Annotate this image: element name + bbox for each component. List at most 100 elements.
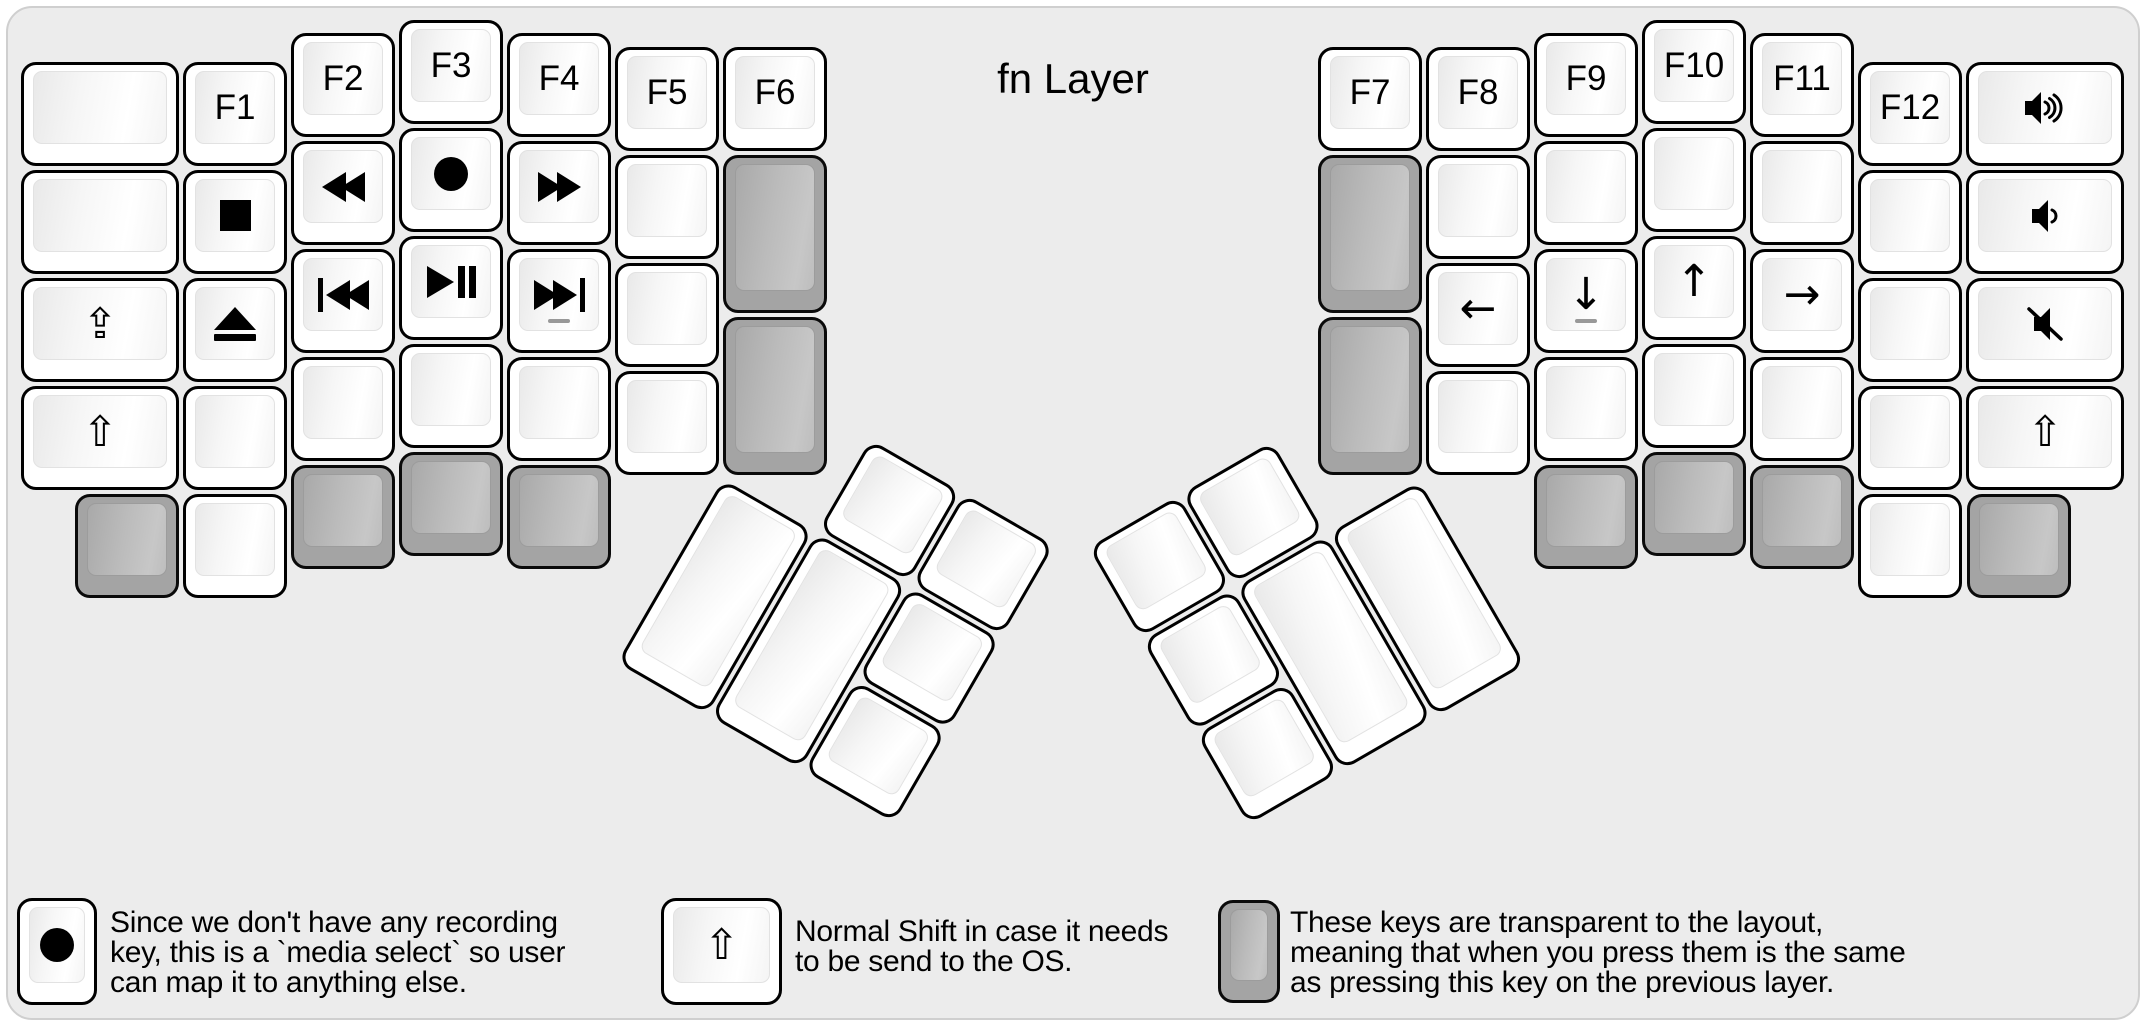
keycap-surface bbox=[1870, 395, 1950, 468]
legend-line: key, this is a `media select` so user bbox=[110, 936, 566, 969]
key-eject[interactable] bbox=[183, 278, 287, 382]
key-blank[interactable] bbox=[507, 357, 611, 461]
keycap-surface: F11 bbox=[1762, 42, 1842, 115]
key-transparent[interactable] bbox=[399, 452, 503, 556]
key-blank[interactable] bbox=[615, 155, 719, 259]
key-blank[interactable] bbox=[1642, 128, 1746, 232]
key-transparent[interactable] bbox=[1534, 465, 1638, 569]
key-f4[interactable]: F4 bbox=[507, 33, 611, 137]
key-transparent[interactable] bbox=[1967, 494, 2071, 598]
key-blank[interactable] bbox=[183, 386, 287, 490]
key-arrow-up[interactable]: ↑ bbox=[1642, 236, 1746, 340]
key-transparent bbox=[1218, 900, 1280, 1003]
key-previous-track[interactable] bbox=[291, 249, 395, 353]
vol-down-icon bbox=[2029, 198, 2061, 234]
key-blank[interactable] bbox=[615, 263, 719, 367]
key-arrow-right[interactable]: → bbox=[1750, 249, 1854, 353]
key-shift[interactable]: ⇧ bbox=[1966, 386, 2124, 490]
legend-line: meaning that when you press them is the … bbox=[1290, 936, 1906, 969]
key-transparent[interactable] bbox=[1750, 465, 1854, 569]
key-volume-up[interactable] bbox=[1966, 62, 2124, 166]
key-blank[interactable] bbox=[1426, 155, 1530, 259]
key-transparent[interactable] bbox=[1318, 317, 1422, 475]
key-blank[interactable] bbox=[21, 170, 179, 274]
key-blank[interactable] bbox=[1426, 371, 1530, 475]
key-f2[interactable]: F2 bbox=[291, 33, 395, 137]
keycap-surface bbox=[627, 164, 707, 237]
legend-line: Normal Shift in case it needs bbox=[795, 915, 1169, 948]
keycap-surface: ↑ bbox=[1654, 245, 1734, 318]
key-blank[interactable] bbox=[1858, 278, 1962, 382]
key-blank[interactable] bbox=[615, 371, 719, 475]
keycap-surface: F3 bbox=[411, 29, 491, 102]
key-f9[interactable]: F9 bbox=[1534, 33, 1638, 137]
play-pause-icon bbox=[426, 265, 476, 298]
key-volume-down[interactable] bbox=[1966, 170, 2124, 274]
key-f6[interactable]: F6 bbox=[723, 47, 827, 151]
keycap-surface bbox=[33, 71, 167, 144]
key-transparent[interactable] bbox=[75, 494, 179, 598]
stop-icon bbox=[219, 200, 251, 231]
key-transparent[interactable] bbox=[291, 465, 395, 569]
vol-up-icon bbox=[2022, 90, 2068, 126]
key-blank[interactable] bbox=[1750, 141, 1854, 245]
key-blank[interactable] bbox=[1858, 170, 1962, 274]
key-blank[interactable] bbox=[1858, 494, 1962, 598]
key-blank[interactable] bbox=[1534, 141, 1638, 245]
key-blank[interactable] bbox=[1534, 357, 1638, 461]
key-arrow-left[interactable]: ← bbox=[1426, 263, 1530, 367]
keycap-surface bbox=[1654, 461, 1734, 534]
key-blank[interactable] bbox=[399, 344, 503, 448]
key-rewind[interactable] bbox=[291, 141, 395, 245]
keycap-surface bbox=[411, 245, 491, 318]
key-blank[interactable] bbox=[183, 494, 287, 598]
key-transparent[interactable] bbox=[723, 317, 827, 475]
key-caps-lock[interactable]: ⇪ bbox=[21, 278, 179, 382]
f6-label: F6 bbox=[754, 72, 796, 112]
key-record[interactable] bbox=[399, 128, 503, 232]
keycap-surface bbox=[735, 326, 815, 453]
keycap-surface bbox=[1870, 179, 1950, 252]
key-f11[interactable]: F11 bbox=[1750, 33, 1854, 137]
f1-label: F1 bbox=[214, 87, 256, 127]
f12-label: F12 bbox=[1879, 87, 1941, 127]
key-blank[interactable] bbox=[1642, 344, 1746, 448]
keycap-surface bbox=[519, 150, 599, 223]
keycap-surface bbox=[627, 272, 707, 345]
key-f3[interactable]: F3 bbox=[399, 20, 503, 124]
keycap-surface bbox=[1979, 503, 2059, 576]
key-play-pause[interactable] bbox=[399, 236, 503, 340]
fast-forward-icon bbox=[537, 171, 581, 202]
keycap-surface bbox=[519, 474, 599, 547]
keycap-surface bbox=[1762, 474, 1842, 547]
key-blank[interactable] bbox=[1858, 386, 1962, 490]
keycap-surface bbox=[411, 137, 491, 210]
key-transparent[interactable] bbox=[1318, 155, 1422, 313]
key-stop[interactable] bbox=[183, 170, 287, 274]
keycap-surface bbox=[1654, 353, 1734, 426]
key-blank[interactable] bbox=[1750, 357, 1854, 461]
keycap-surface bbox=[519, 366, 599, 439]
key-f12[interactable]: F12 bbox=[1858, 62, 1962, 166]
previous-track-icon bbox=[317, 277, 369, 312]
key-next-track[interactable] bbox=[507, 249, 611, 353]
key-f8[interactable]: F8 bbox=[1426, 47, 1530, 151]
key-shift[interactable]: ⇧ bbox=[21, 386, 179, 490]
key-f7[interactable]: F7 bbox=[1318, 47, 1422, 151]
key-f1[interactable]: F1 bbox=[183, 62, 287, 166]
key-transparent[interactable] bbox=[1642, 452, 1746, 556]
legend-line: These keys are transparent to the layout… bbox=[1290, 906, 1824, 939]
key-transparent[interactable] bbox=[723, 155, 827, 313]
keycap-surface bbox=[303, 150, 383, 223]
record-icon bbox=[40, 928, 74, 962]
key-arrow-down[interactable]: ↓ bbox=[1534, 249, 1638, 353]
key-mute[interactable] bbox=[1966, 278, 2124, 382]
key-fast-forward[interactable] bbox=[507, 141, 611, 245]
key-f5[interactable]: F5 bbox=[615, 47, 719, 151]
key-transparent[interactable] bbox=[507, 465, 611, 569]
key-f10[interactable]: F10 bbox=[1642, 20, 1746, 124]
key-blank[interactable] bbox=[291, 357, 395, 461]
f9-label: F9 bbox=[1565, 58, 1607, 98]
key-blank[interactable] bbox=[21, 62, 179, 166]
keycap-surface: F10 bbox=[1654, 29, 1734, 102]
